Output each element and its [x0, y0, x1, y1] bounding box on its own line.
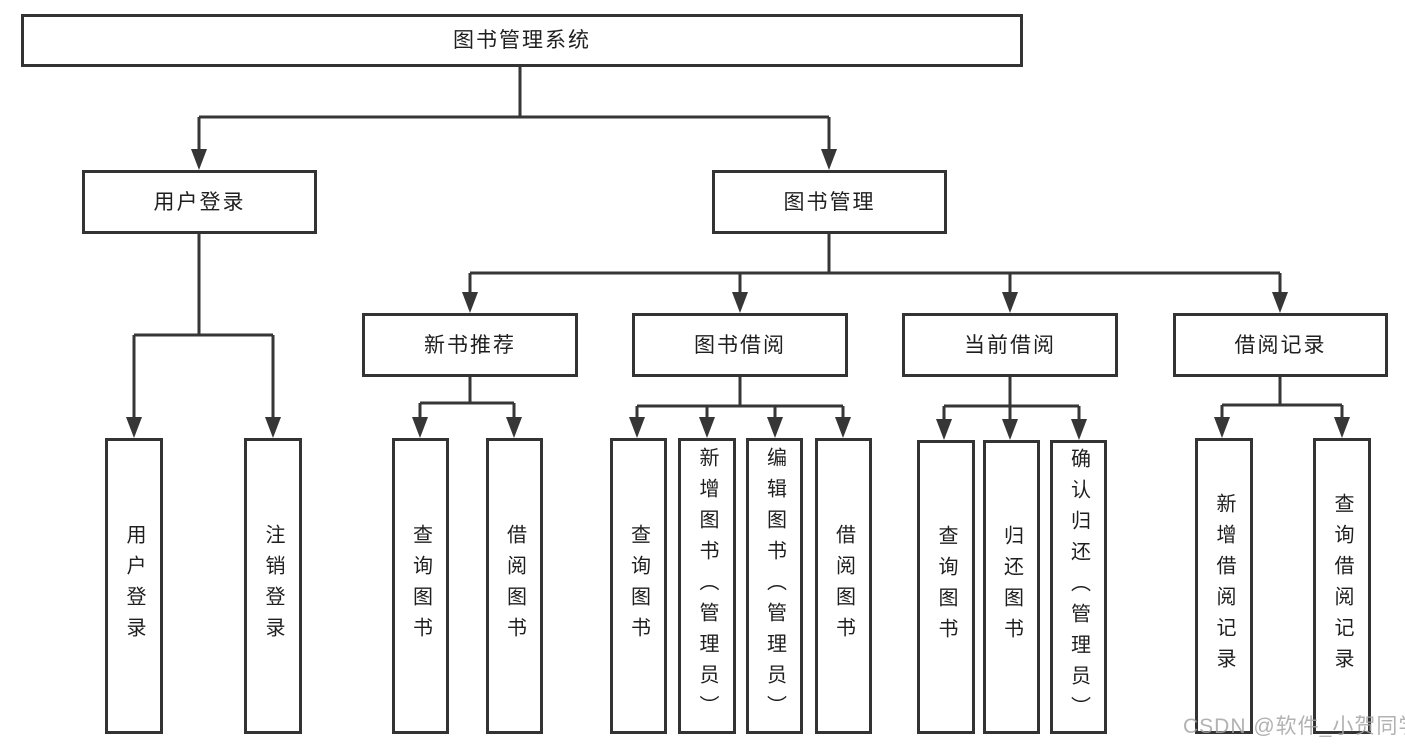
leaf-borrow-query: 查询图书 [610, 438, 667, 734]
arrowhead [1214, 417, 1230, 438]
node-current-borrow: 当前借阅 [902, 313, 1118, 377]
leaf-newbooks-borrow: 借阅图书 [486, 438, 543, 734]
leaf-records-add: 新增借阅记录 [1195, 438, 1253, 734]
leaf-user-login-label: 用户登录 [123, 524, 145, 648]
leaf-borrow-edit-admin: 编辑图书（管理员） [746, 438, 803, 734]
arrowhead [191, 149, 207, 170]
leaf-records-query-label: 查询借阅记录 [1331, 493, 1353, 679]
leaf-user-login: 用户登录 [105, 438, 163, 734]
arrowhead [462, 292, 478, 313]
leaf-newbooks-query-label: 查询图书 [409, 524, 432, 648]
node-new-book-recommend-label: 新书推荐 [424, 333, 516, 357]
arrowhead [835, 417, 851, 438]
leaf-records-add-label: 新增借阅记录 [1213, 493, 1235, 679]
leaf-current-confirm-admin: 确认归还（管理员） [1050, 440, 1107, 734]
node-user-login-label: 用户登录 [153, 190, 246, 214]
arrowhead [699, 417, 715, 438]
arrowhead [1334, 417, 1350, 438]
leaf-borrow-borrow: 借阅图书 [815, 438, 872, 734]
arrowhead [1002, 419, 1018, 440]
arrowhead [1002, 292, 1018, 313]
node-book-management: 图书管理 [712, 170, 947, 234]
leaf-current-return: 归还图书 [983, 440, 1040, 734]
leaf-newbooks-borrow-label: 借阅图书 [503, 524, 526, 648]
node-borrow-records: 借阅记录 [1173, 313, 1388, 377]
leaf-borrow-query-label: 查询图书 [627, 524, 650, 648]
leaf-borrow-edit-admin-label: 编辑图书（管理员） [763, 446, 786, 726]
node-book-management-label: 图书管理 [783, 190, 876, 214]
arrowhead [126, 417, 142, 438]
arrowhead [629, 417, 645, 438]
node-current-borrow-label: 当前借阅 [964, 333, 1056, 357]
node-book-borrow-label: 图书借阅 [694, 333, 786, 357]
arrowhead [1071, 419, 1087, 440]
arrowhead [506, 417, 522, 438]
arrowhead [936, 419, 952, 440]
leaf-newbooks-query: 查询图书 [392, 438, 449, 734]
arrowhead [821, 149, 837, 170]
csdn-watermark: CSDN @软件_小贺同学 [1183, 715, 1405, 738]
connector-lines [132, 67, 1344, 421]
leaf-current-return-label: 归还图书 [1000, 525, 1023, 649]
leaf-current-query-label: 查询图书 [935, 525, 957, 649]
arrowhead [1272, 292, 1288, 313]
leaf-logout: 注销登录 [244, 438, 302, 734]
node-book-borrow: 图书借阅 [632, 313, 848, 377]
node-new-book-recommend: 新书推荐 [362, 313, 578, 377]
leaf-borrow-add-admin-label: 新增图书（管理员） [696, 446, 718, 726]
arrowheads [126, 149, 1350, 440]
leaf-current-confirm-admin-label: 确认归还（管理员） [1067, 447, 1090, 727]
node-root-label: 图书管理系统 [453, 29, 591, 52]
arrowhead [732, 292, 748, 313]
leaf-borrow-borrow-label: 借阅图书 [832, 524, 855, 648]
arrowhead [767, 417, 783, 438]
node-borrow-records-label: 借阅记录 [1234, 333, 1327, 357]
leaf-borrow-add-admin: 新增图书（管理员） [678, 438, 736, 734]
node-user-login: 用户登录 [82, 170, 317, 234]
arrowhead [412, 417, 428, 438]
node-root: 图书管理系统 [21, 14, 1023, 67]
leaf-records-query: 查询借阅记录 [1313, 438, 1371, 734]
leaf-logout-label: 注销登录 [262, 524, 284, 648]
arrowhead [265, 417, 281, 438]
leaf-current-query: 查询图书 [917, 440, 975, 734]
